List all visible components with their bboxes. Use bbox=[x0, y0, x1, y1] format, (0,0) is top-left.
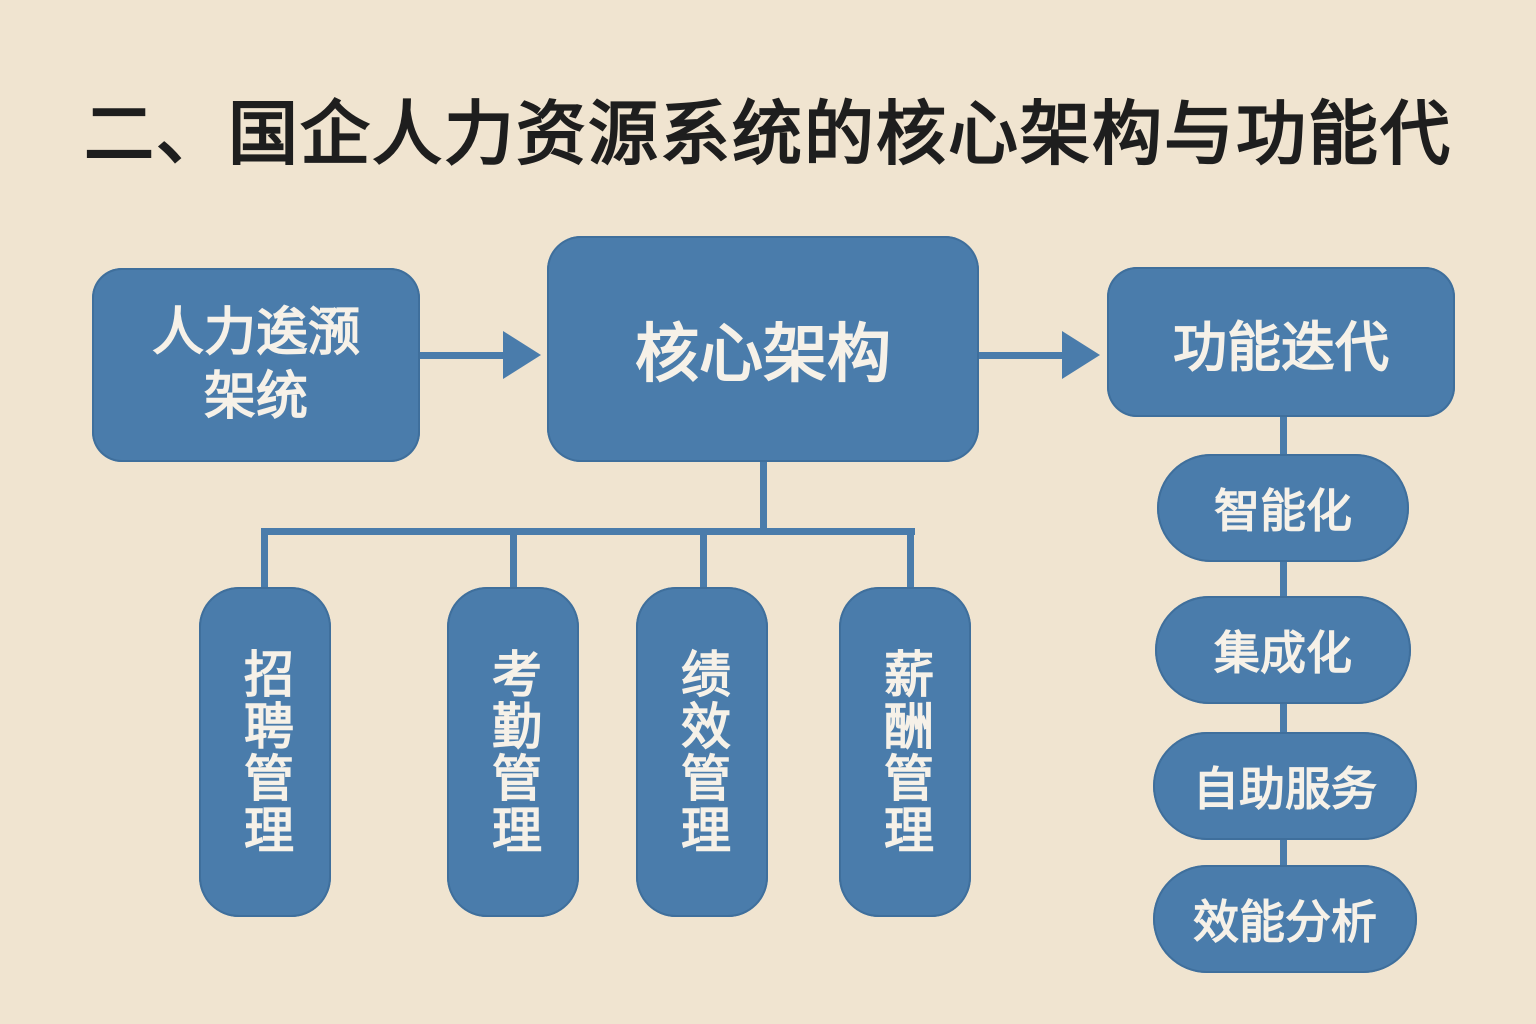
arrow-icon bbox=[1062, 331, 1100, 379]
connector-branch bbox=[700, 528, 707, 588]
node-label: 集成化 bbox=[1214, 626, 1352, 680]
node-label: 薪酬管理 bbox=[876, 648, 934, 856]
connector-root-to-core bbox=[420, 352, 515, 359]
connector-branch bbox=[907, 528, 914, 588]
node-performance[interactable]: 绩效管理 bbox=[636, 587, 768, 917]
node-compensation[interactable]: 薪酬管理 bbox=[839, 587, 971, 917]
connector-core-to-iteration bbox=[979, 352, 1074, 359]
node-label: 自助服务 bbox=[1193, 762, 1377, 816]
node-core-architecture[interactable]: 核心架构 bbox=[547, 236, 979, 462]
node-label: 效能分析 bbox=[1193, 895, 1377, 949]
connector-core-trunk bbox=[760, 462, 767, 531]
node-label: 招聘管理 bbox=[236, 648, 294, 856]
node-efficiency-analysis[interactable]: 效能分析 bbox=[1153, 865, 1417, 973]
diagram-title: 二、国企人力资源系统的核心架构与功能代 bbox=[84, 93, 1452, 175]
connector-branch bbox=[261, 528, 268, 588]
node-hr-system-line2: 架统 bbox=[203, 367, 308, 427]
node-core-architecture-label: 核心架构 bbox=[635, 318, 891, 392]
node-function-iteration-label: 功能迭代 bbox=[1173, 315, 1389, 379]
connector-core-bus bbox=[261, 528, 915, 535]
node-label: 考勤管理 bbox=[484, 648, 542, 856]
node-hr-system[interactable]: 人力逘滪 架统 bbox=[92, 268, 420, 462]
node-label: 绩效管理 bbox=[673, 648, 731, 856]
connector-branch bbox=[510, 528, 517, 588]
node-self-service[interactable]: 自助服务 bbox=[1153, 732, 1417, 840]
node-attendance[interactable]: 考勤管理 bbox=[447, 587, 579, 917]
node-intelligent[interactable]: 智能化 bbox=[1157, 454, 1409, 562]
node-hr-system-line1: 人力逘滪 bbox=[151, 303, 360, 363]
node-label: 智能化 bbox=[1214, 484, 1352, 538]
node-integrated[interactable]: 集成化 bbox=[1155, 596, 1411, 704]
node-recruitment[interactable]: 招聘管理 bbox=[199, 587, 331, 917]
node-function-iteration[interactable]: 功能迭代 bbox=[1107, 267, 1455, 417]
arrow-icon bbox=[503, 331, 541, 379]
